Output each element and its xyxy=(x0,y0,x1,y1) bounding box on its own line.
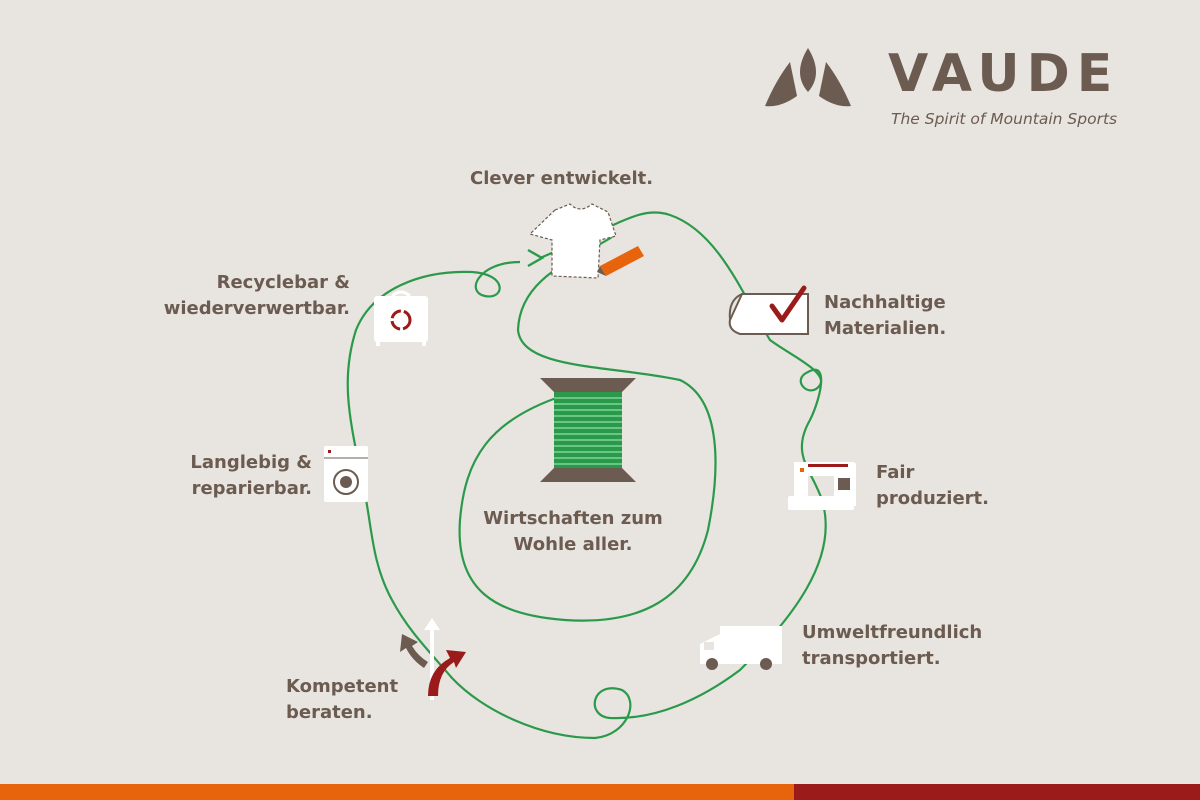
step-label-materials: Nachhaltige Materialien. xyxy=(824,292,947,339)
step-label-design: Clever entwickelt. xyxy=(470,168,654,189)
recycling-bin-icon xyxy=(374,290,428,346)
thread-path xyxy=(346,211,827,740)
truck-icon xyxy=(700,626,782,670)
fabric-check-icon xyxy=(728,285,809,335)
thread-spool-icon xyxy=(540,378,636,482)
vaude-logo-mark xyxy=(765,48,851,107)
step-label-advice: Kompetent beraten. xyxy=(286,676,399,723)
direction-arrows-icon xyxy=(400,618,466,700)
sewing-machine-icon xyxy=(788,462,856,510)
footer-bar-orange xyxy=(0,784,794,800)
thread-inner-loop xyxy=(458,236,717,622)
step-label-recycle: Recyclebar & wiederverwertbar. xyxy=(163,272,350,319)
brand-name: VAUDE xyxy=(888,44,1120,104)
brand-tagline: The Spirit of Mountain Sports xyxy=(891,110,1118,128)
footer-bar-red xyxy=(794,784,1200,800)
step-label-production: Fair produziert. xyxy=(876,462,990,509)
tshirt-pencil-icon xyxy=(528,203,644,279)
washing-machine-icon xyxy=(324,446,368,502)
step-label-transport: Umweltfreundlich transportiert. xyxy=(802,622,983,669)
thread-arrowhead xyxy=(527,248,545,268)
center-label: Wirtschaften zum Wohle aller. xyxy=(483,508,663,555)
step-label-care: Langlebig & reparierbar. xyxy=(190,452,312,499)
